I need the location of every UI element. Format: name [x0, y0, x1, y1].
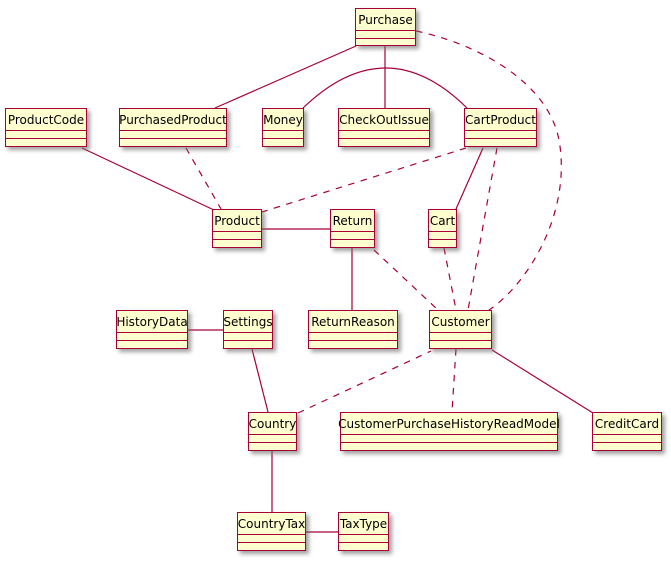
class-name-purchase: Purchase [356, 9, 415, 31]
class-attributes-compartment [120, 131, 226, 139]
class-attributes-compartment [117, 333, 187, 341]
edge-customer-credit-card [491, 349, 594, 414]
class-product: Product [212, 209, 262, 248]
edge-cart-product-product [261, 147, 467, 213]
class-name-customer-purchase-history-read-model: CustomerPurchaseHistoryReadModel [338, 413, 560, 435]
edge-country-customer [297, 350, 432, 414]
class-methods-compartment [331, 240, 374, 247]
edge-purchase-purchased-product [214, 45, 357, 109]
class-methods-compartment [263, 139, 303, 146]
class-country: Country [248, 412, 297, 451]
class-name-cart: Cart [429, 210, 456, 232]
class-methods-compartment [249, 443, 296, 450]
class-name-product-code: ProductCode [6, 109, 86, 131]
class-attributes-compartment [465, 131, 536, 139]
class-name-country: Country [249, 413, 296, 435]
class-name-country-tax: CountryTax [238, 513, 305, 535]
class-attributes-compartment [429, 232, 456, 240]
edge-purchase-customer [415, 30, 562, 311]
class-check-out-issue: CheckOutIssue [338, 108, 430, 147]
class-methods-compartment [339, 139, 429, 146]
class-methods-compartment [213, 240, 261, 247]
class-cart: Cart [428, 209, 457, 248]
class-name-money: Money [263, 109, 303, 131]
edge-settings-country [251, 348, 269, 413]
class-attributes-compartment [341, 435, 557, 443]
class-return: Return [330, 209, 375, 248]
class-attributes-compartment [356, 31, 415, 39]
edge-money-cart-product [302, 67, 468, 109]
class-attributes-compartment [263, 131, 303, 139]
class-credit-card: CreditCard [592, 412, 662, 451]
class-attributes-compartment [249, 435, 296, 443]
class-customer: Customer [429, 310, 492, 349]
class-history-data: HistoryData [116, 310, 188, 349]
class-methods-compartment [120, 139, 226, 146]
class-methods-compartment [224, 341, 272, 348]
class-methods-compartment [339, 543, 388, 550]
class-attributes-compartment [593, 435, 661, 443]
class-attributes-compartment [224, 333, 272, 341]
class-purchased-product: PurchasedProduct [119, 108, 227, 147]
class-attributes-compartment [6, 131, 86, 139]
class-name-product: Product [213, 210, 261, 232]
class-return-reason: ReturnReason [308, 310, 398, 349]
class-attributes-compartment [213, 232, 261, 240]
class-attributes-compartment [238, 535, 305, 543]
class-customer-purchase-history-read-model: CustomerPurchaseHistoryReadModel [338, 412, 560, 451]
class-attributes-compartment [430, 333, 491, 341]
class-purchase: Purchase [355, 8, 416, 46]
edge-return-customer [373, 249, 439, 311]
class-country-tax: CountryTax [237, 512, 306, 551]
class-attributes-compartment [309, 333, 397, 341]
class-name-return-reason: ReturnReason [309, 311, 397, 333]
edge-product-code-product [81, 147, 215, 211]
class-cart-product: CartProduct [464, 108, 537, 147]
class-name-cart-product: CartProduct [465, 109, 536, 131]
class-product-code: ProductCode [5, 108, 87, 147]
class-methods-compartment [593, 443, 661, 450]
class-methods-compartment [238, 543, 305, 550]
class-name-return: Return [331, 210, 374, 232]
class-name-tax-type: TaxType [339, 513, 388, 535]
class-tax-type: TaxType [338, 512, 389, 551]
class-name-credit-card: CreditCard [593, 413, 661, 435]
class-attributes-compartment [339, 131, 429, 139]
class-name-history-data: HistoryData [116, 311, 188, 333]
class-name-settings: Settings [223, 311, 273, 333]
class-name-customer: Customer [430, 311, 491, 333]
class-attributes-compartment [339, 535, 388, 543]
class-methods-compartment [309, 341, 397, 348]
class-money: Money [262, 108, 304, 147]
class-methods-compartment [356, 39, 415, 45]
class-name-purchased-product: PurchasedProduct [119, 109, 227, 131]
class-methods-compartment [429, 240, 456, 247]
class-methods-compartment [465, 139, 536, 146]
class-settings: Settings [223, 310, 273, 349]
class-methods-compartment [341, 443, 557, 450]
class-methods-compartment [430, 341, 491, 348]
class-attributes-compartment [331, 232, 374, 240]
class-name-check-out-issue: CheckOutIssue [339, 109, 429, 131]
edge-cart-product-cart [455, 147, 484, 210]
edge-cart-product-customer [467, 147, 498, 311]
class-methods-compartment [117, 341, 187, 348]
class-methods-compartment [6, 139, 86, 146]
edge-cart-customer [443, 247, 457, 311]
edge-customer-customer-purchase-history-read-model [451, 348, 457, 413]
